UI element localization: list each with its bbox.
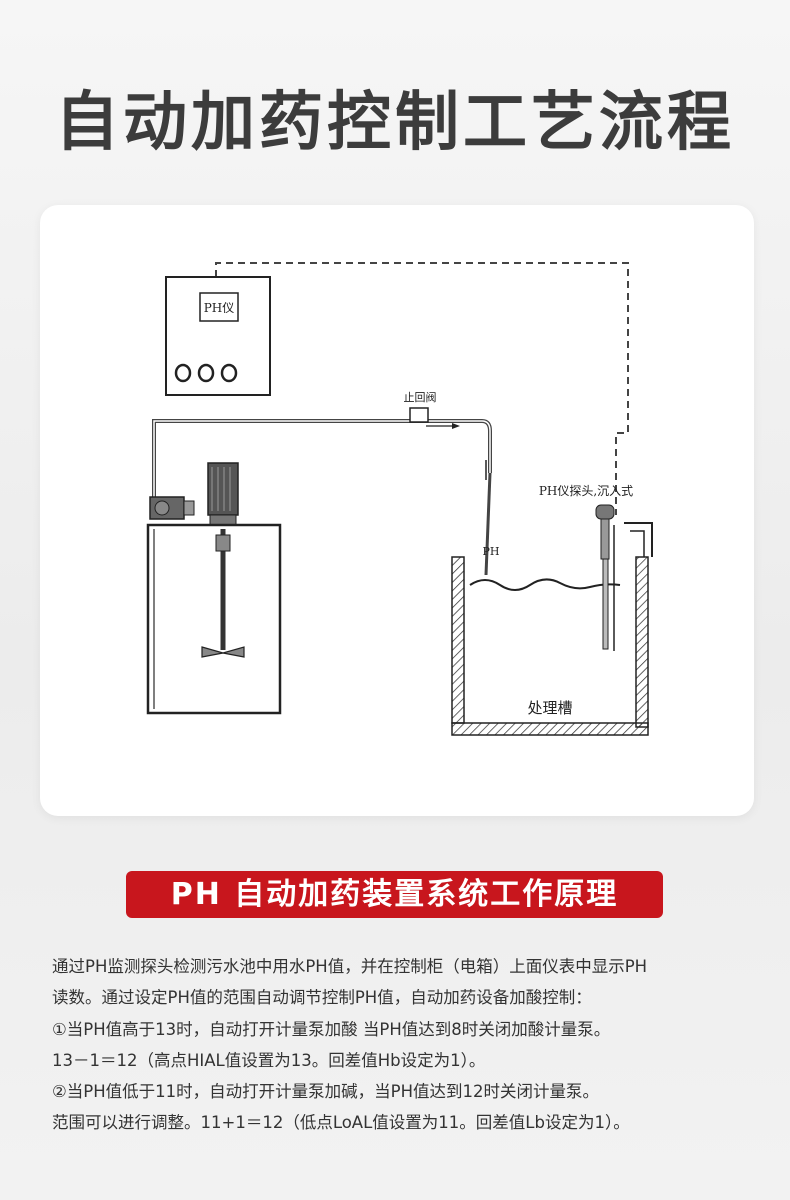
chemical-tank <box>146 523 282 715</box>
description-text: 通过PH监测探头检测污水池中用水PH值，并在控制柜（电箱）上面仪表中显示PH 读… <box>52 951 752 1139</box>
agitator-motor <box>207 462 239 530</box>
meter-knob <box>174 363 192 383</box>
pipe-outlet-label: PH <box>483 545 500 558</box>
tank-label: 处理槽 <box>527 699 572 717</box>
description-line: 读数。通过设定PH值的范围自动调节控制PH值，自动加药设备加酸控制： <box>52 988 592 1008</box>
treatment-tank: 处理槽 <box>451 522 653 736</box>
dosing-pipe <box>152 419 492 497</box>
dosing-pipe-drop <box>484 472 492 576</box>
section-banner: PH 自动加药装置系统工作原理 <box>126 871 663 918</box>
meter-knob <box>220 363 238 383</box>
description-line: ①当PH值高于13时，自动打开计量泵加酸 当PH值达到8时关闭加酸计量泵。 <box>52 1019 611 1039</box>
agitator-blade <box>201 646 245 658</box>
ph-probe-label: PH仪探头,沉入式 <box>539 484 633 498</box>
ph-meter-label: PH仪 <box>204 301 235 315</box>
meter-knob <box>197 363 215 383</box>
ph-probe: PH仪探头,沉入式 <box>539 484 633 651</box>
check-valve-label: 止回阀 <box>404 390 437 404</box>
description-line: ②当PH值低于11时，自动打开计量泵加碱，当PH值达到12时关闭计量泵。 <box>52 1082 599 1102</box>
ph-meter-box: PH仪 <box>165 276 271 396</box>
description-line: 通过PH监测探头检测污水池中用水PH值，并在控制柜（电箱）上面仪表中显示PH <box>52 957 648 976</box>
process-diagram: PH仪 PH 止回阀 <box>146 262 653 736</box>
dosing-pump <box>149 496 195 520</box>
description-line: 13－1＝12（高点HIAL值设置为13。回差值Hb设定为1）。 <box>52 1050 486 1070</box>
page-title: 自动加药控制工艺流程 <box>55 86 735 160</box>
diagram-card: PH仪 PH 止回阀 <box>40 205 754 816</box>
water-surface <box>469 578 621 591</box>
description-line: 范围可以进行调整。11+1＝12（低点LoAL值设置为11。回差值Lb设定为1）… <box>52 1113 630 1133</box>
signal-wire <box>215 262 629 515</box>
check-valve <box>409 407 429 423</box>
